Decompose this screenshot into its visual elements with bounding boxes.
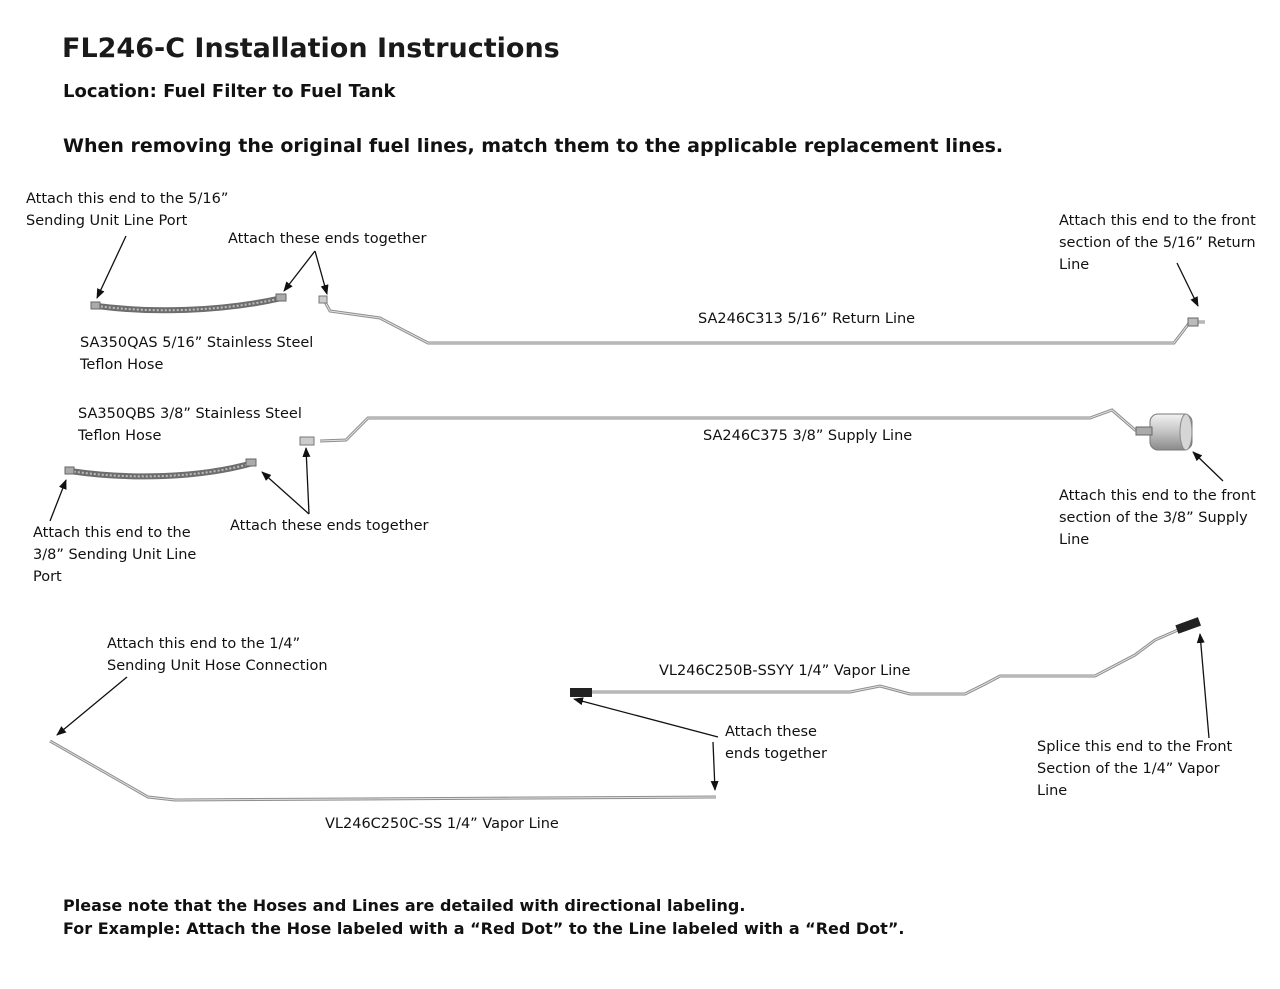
footer-note-1: Please note that the Hoses and Lines are… [63,896,746,915]
label-attach-together-3: Attach these ends together [725,724,827,762]
label-hose-5-16: SA350QAS 5/16” Stainless Steel Teflon Ho… [80,335,314,373]
fuel-filter [1135,413,1193,451]
page-title: FL246-C Installation Instructions [62,33,560,64]
annotation-arrows [49,235,1224,791]
label-vapor-line-b: VL246C250B-SSYY 1/4” Vapor Line [659,663,911,679]
vapor-line-c [49,739,717,802]
label-attach-front-supply: Attach this end to the front section of … [1059,488,1256,548]
hose-3-8 [64,458,257,480]
label-attach-5-16-sending: Attach this end to the 5/16” Sending Uni… [26,191,229,229]
location-subtitle: Location: Fuel Filter to Fuel Tank [63,81,396,102]
label-attach-3-8-sending: Attach this end to the 3/8” Sending Unit… [33,525,197,585]
label-vapor-line-c: VL246C250C-SS 1/4” Vapor Line [325,816,559,832]
supply-line-3-8 [299,408,1150,446]
return-line-5-16 [318,295,1205,345]
label-attach-together-2: Attach these ends together [230,518,429,534]
vapor-line-b [570,617,1201,697]
label-attach-together-1: Attach these ends together [228,231,427,247]
label-return-line: SA246C313 5/16” Return Line [698,311,916,327]
label-supply-line: SA246C375 3/8” Supply Line [703,428,913,444]
label-hose-3-8: SA350QBS 3/8” Stainless Steel Teflon Hos… [78,406,302,444]
hose-5-16 [90,293,287,314]
label-splice-front: Splice this end to the Front Section of … [1037,739,1233,799]
label-attach-1-4-sending: Attach this end to the 1/4” Sending Unit… [107,636,328,674]
instruction-text: When removing the original fuel lines, m… [63,135,1004,157]
footer-note-2: For Example: Attach the Hose labeled wit… [63,919,905,938]
label-attach-front-return: Attach this end to the front section of … [1059,213,1256,273]
